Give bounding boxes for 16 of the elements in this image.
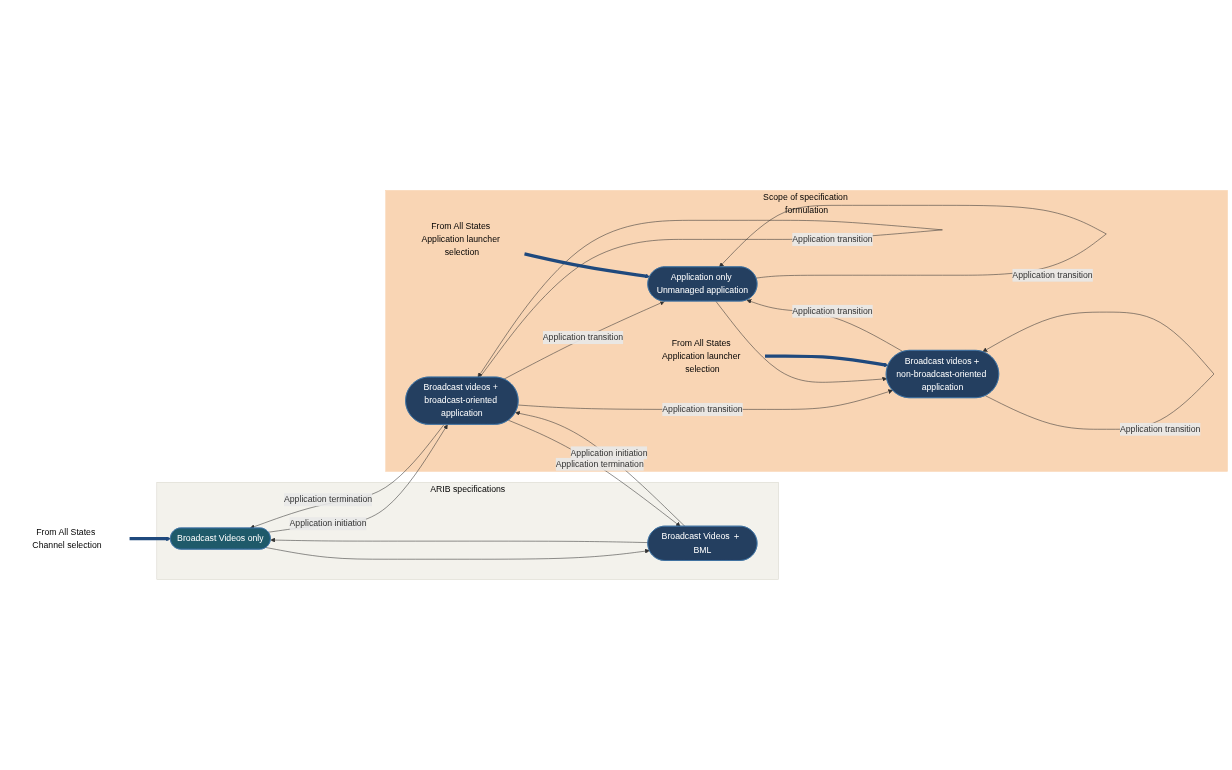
node-text: From All States Channel selection — [32, 527, 102, 550]
edge-label: Application initiation — [570, 448, 648, 458]
arrow — [129, 536, 171, 542]
edge-label: Application transition — [662, 404, 743, 414]
edge-label: Application transition — [792, 306, 873, 316]
arrow — [524, 252, 650, 279]
edge-label: Application transition — [1119, 424, 1201, 434]
edge-label: Application termination — [555, 459, 644, 469]
edge-label: Application transition — [1012, 270, 1093, 280]
edge-label: Application transition — [542, 332, 624, 343]
node-text: From All States Application launcher selection — [662, 338, 741, 374]
edge-label: Application termination — [283, 494, 373, 505]
node-text: From All States Application launcher selection — [421, 221, 500, 258]
edge-label: Application transition — [792, 234, 873, 244]
arrow — [765, 354, 889, 368]
edge-label: Application initiation — [289, 518, 367, 529]
